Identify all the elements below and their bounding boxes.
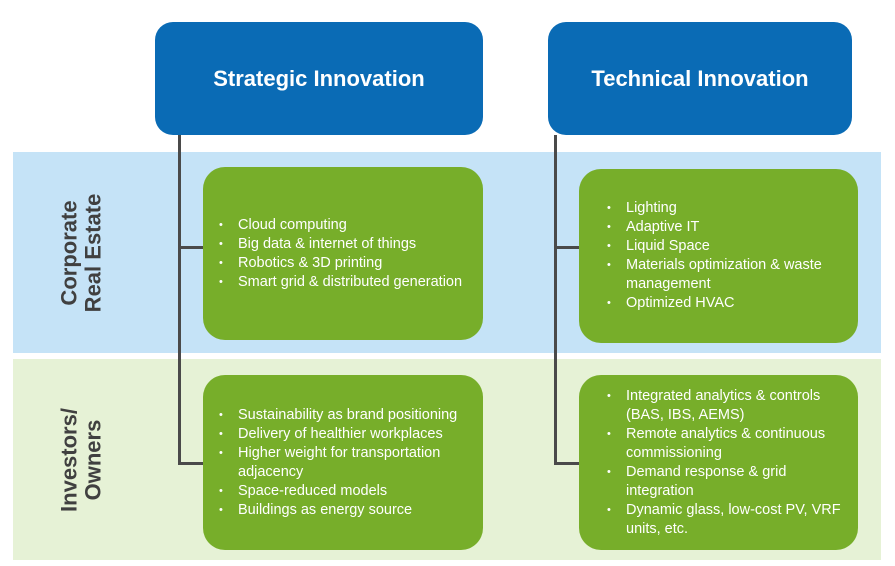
list-item: Cloud computing bbox=[219, 216, 462, 235]
list-item: Liquid Space bbox=[607, 237, 848, 256]
list-item: Optimized HVAC bbox=[607, 294, 848, 313]
list-item: Lighting bbox=[607, 199, 848, 218]
card-strategic-corporate: Cloud computingBig data & internet of th… bbox=[203, 167, 483, 340]
list-item: Delivery of healthier workplaces bbox=[219, 425, 473, 444]
strategic-connector-bottom bbox=[178, 462, 204, 465]
header-technical-innovation: Technical Innovation bbox=[548, 22, 852, 135]
row-label-investors-owners: Investors/ Owners bbox=[56, 408, 106, 512]
list-strategic-corporate: Cloud computingBig data & internet of th… bbox=[203, 216, 472, 292]
list-item: Adaptive IT bbox=[607, 218, 848, 237]
strategic-vertical-connector bbox=[178, 135, 181, 465]
card-technical-corporate: LightingAdaptive ITLiquid SpaceMaterials… bbox=[579, 169, 858, 343]
technical-connector-top bbox=[554, 246, 580, 249]
list-item: Sustainability as brand positioning bbox=[219, 406, 473, 425]
card-technical-investors: Integrated analytics & controls (BAS, IB… bbox=[579, 375, 858, 550]
card-strategic-investors: Sustainability as brand positioningDeliv… bbox=[203, 375, 483, 550]
list-item: Smart grid & distributed generation bbox=[219, 273, 462, 292]
row-label-corporate-real-estate: Corporate Real Estate bbox=[56, 193, 106, 313]
list-technical-corporate: LightingAdaptive ITLiquid SpaceMaterials… bbox=[579, 199, 858, 313]
list-technical-investors: Integrated analytics & controls (BAS, IB… bbox=[579, 387, 858, 539]
list-item: Buildings as energy source bbox=[219, 501, 473, 520]
header-strategic-innovation: Strategic Innovation bbox=[155, 22, 483, 135]
list-item: Remote analytics & continuous commission… bbox=[607, 425, 848, 463]
technical-connector-bottom bbox=[554, 462, 580, 465]
technical-vertical-connector bbox=[554, 135, 557, 465]
list-item: Space-reduced models bbox=[219, 482, 473, 501]
header-strategic-label: Strategic Innovation bbox=[213, 65, 425, 91]
list-item: Higher weight for transportation adjacen… bbox=[219, 444, 473, 482]
list-item: Big data & internet of things bbox=[219, 235, 462, 254]
list-item: Dynamic glass, low-cost PV, VRF units, e… bbox=[607, 501, 848, 539]
header-technical-label: Technical Innovation bbox=[591, 65, 809, 91]
list-item: Demand response & grid integration bbox=[607, 463, 848, 501]
list-item: Robotics & 3D printing bbox=[219, 254, 462, 273]
list-item: Integrated analytics & controls (BAS, IB… bbox=[607, 387, 848, 425]
list-strategic-investors: Sustainability as brand positioningDeliv… bbox=[203, 406, 483, 520]
strategic-connector-top bbox=[178, 246, 204, 249]
list-item: Materials optimization & waste managemen… bbox=[607, 256, 848, 294]
